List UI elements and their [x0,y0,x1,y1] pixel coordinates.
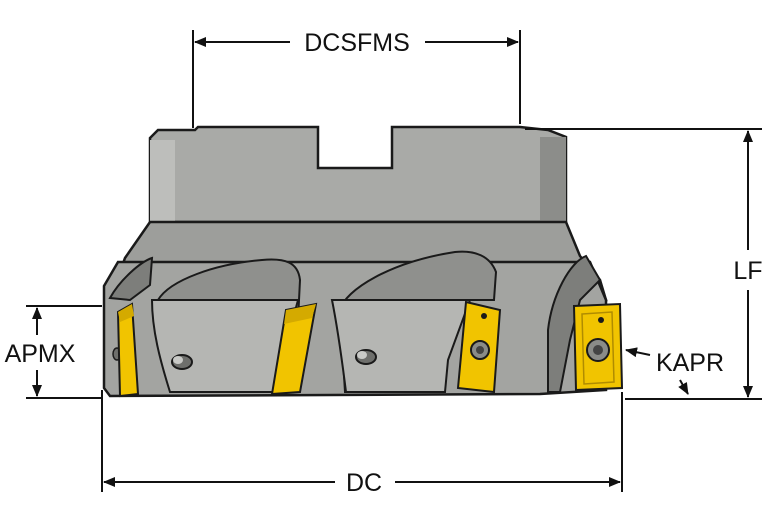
insert-4 [572,302,624,392]
kapr-label: KAPR [656,349,724,377]
face-panel-2 [330,299,472,393]
chip-pocket-1 [108,256,154,302]
cutter-body [102,125,608,398]
insert-3 [456,300,502,394]
screw-hole-2 [355,349,377,365]
shank-highlight [150,140,175,222]
cutter-shank [148,125,568,224]
screw-hole-1 [171,354,193,370]
dc-label: DC [346,469,382,497]
lf-label: LF [733,257,762,285]
apmx-label: APMX [5,340,76,368]
dcsfms-label: DCSFMS [304,29,410,57]
dimension-lines [26,30,762,492]
insert-1 [116,302,140,398]
shank-shade [540,137,566,222]
insert-2 [270,302,318,396]
